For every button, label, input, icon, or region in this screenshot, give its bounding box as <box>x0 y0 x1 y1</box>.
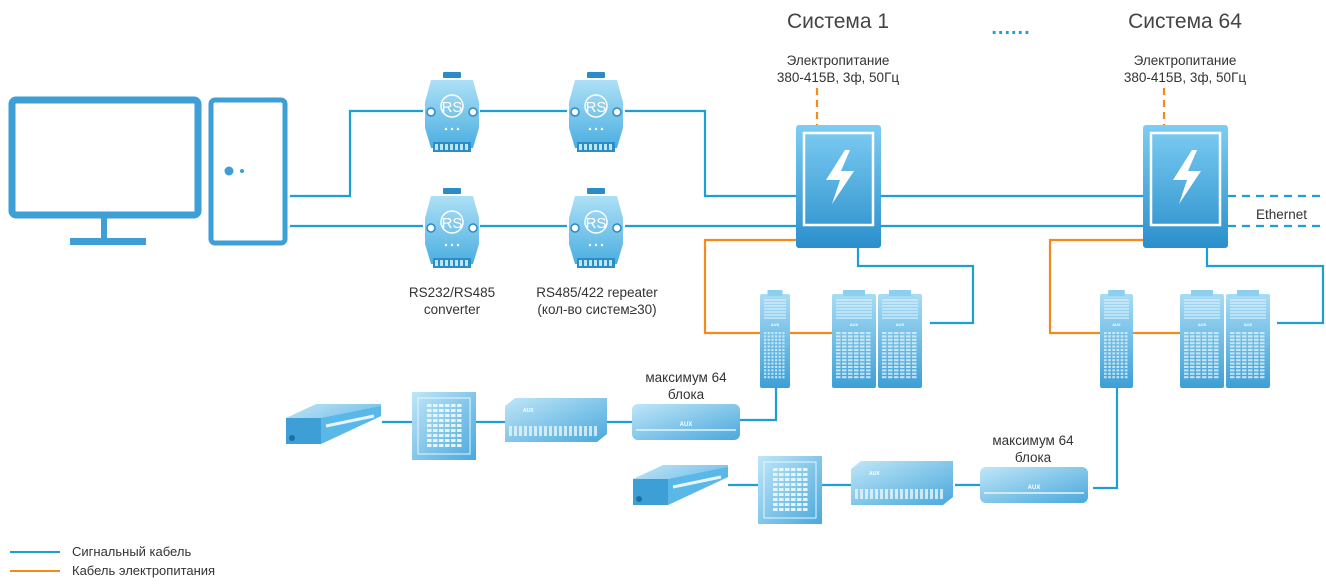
brand-text: AUX <box>680 422 693 428</box>
rs-module-text: RS <box>586 99 607 116</box>
brand-text: AUX <box>1244 322 1253 327</box>
outdoor-unit-icon: AUX <box>1100 290 1133 388</box>
converter-label-line2: converter <box>423 302 481 317</box>
lightning-icon <box>826 150 854 204</box>
legend-signal: Сигнальный кабель <box>10 544 191 559</box>
system-64-title: Система 64 <box>1128 10 1242 33</box>
ethernet-dashed <box>1228 194 1326 228</box>
legend-power-label: Кабель электропитания <box>72 563 216 578</box>
brand-text: AUX <box>850 322 859 327</box>
legend-power: Кабель электропитания <box>10 563 215 578</box>
rs-module-text: RS <box>586 215 607 232</box>
max-blocks-label-2: максимум 64 блока <box>992 432 1073 466</box>
converter-label: RS232/RS485 converter <box>409 284 495 318</box>
repeater-label: RS485/422 repeater (кол-во систем≥30) <box>536 284 658 318</box>
brand-text: AUX <box>523 408 534 414</box>
repeater-label-line2: (кол-во систем≥30) <box>537 302 657 317</box>
power-label-line2: 380-415В, 3ф, 50Гц <box>1123 70 1247 85</box>
outdoor-unit-icon: AUX <box>878 290 922 388</box>
max-blocks-line2: блока <box>1014 450 1052 465</box>
max-blocks-line1: максимум 64 <box>645 370 727 385</box>
cassette-unit-icon <box>758 456 822 524</box>
ducted-unit-icon <box>286 404 381 444</box>
cassette-unit-icon <box>412 392 476 460</box>
outdoor-unit-icon: AUX <box>1226 290 1270 388</box>
brand-text: AUX <box>1198 322 1207 327</box>
outdoor-unit-icon: AUX <box>832 290 876 388</box>
power-cables <box>703 88 1180 335</box>
control-panel-64 <box>1143 125 1228 248</box>
power-panel1-to-outdoor <box>703 238 832 335</box>
rs-module-text: RS <box>442 215 463 232</box>
power-label-line1: Электропитание <box>1133 53 1237 68</box>
signal-line-upper <box>290 109 423 198</box>
brand-text: AUX <box>1112 322 1121 327</box>
power-label-line2: 380-415В, 3ф, 50Гц <box>776 70 900 85</box>
brand-text: AUX <box>771 322 780 327</box>
repeater-label-line1: RS485/422 repeater <box>536 285 658 300</box>
control-panel-1 <box>796 125 881 248</box>
max-blocks-label-1: максимум 64 блока <box>645 369 726 403</box>
outdoor-unit-icon: AUX <box>760 290 790 388</box>
wall-unit-icon: AUX <box>632 404 740 440</box>
signal-outdoor1-to-indoor <box>740 388 778 422</box>
power-panel2-to-outdoor <box>1048 238 1180 335</box>
signal-panel2-to-outdoor <box>1205 248 1325 325</box>
rs-module-icon: RS <box>425 188 479 268</box>
brand-text: AUX <box>1028 485 1041 491</box>
system-1-title: Система 1 <box>786 10 890 33</box>
computer-tower-icon <box>208 97 288 246</box>
ceiling-unit-icon: AUX <box>505 398 607 442</box>
rs-module-icon: RS <box>569 188 623 268</box>
legend-signal-swatch <box>10 550 60 553</box>
brand-text: AUX <box>896 322 905 327</box>
lightning-icon <box>1173 150 1201 204</box>
power-label-line1: Электропитание <box>786 53 890 68</box>
signal-panel1-to-outdoor <box>856 248 975 325</box>
ducted-unit-icon <box>633 465 728 505</box>
ethernet-label: Ethernet <box>1256 207 1308 222</box>
brand-text: AUX <box>869 471 880 477</box>
signal-cables <box>290 109 1325 490</box>
legend-power-swatch <box>10 569 60 572</box>
signal-outdoor2-to-indoor <box>1093 388 1119 490</box>
system-1-power-label: Электропитание 380-415В, 3ф, 50Гц <box>777 52 899 86</box>
max-blocks-line1: максимум 64 <box>992 433 1074 448</box>
converter-label-line1: RS232/RS485 <box>408 285 496 300</box>
computer-monitor-icon <box>8 96 202 245</box>
rs-module-icon: RS <box>569 72 623 152</box>
outdoor-unit-icon: AUX <box>1180 290 1224 388</box>
systems-ellipsis: ...... <box>991 17 1031 39</box>
rs-module-text: RS <box>442 99 463 116</box>
legend-signal-label: Сигнальный кабель <box>72 544 192 559</box>
max-blocks-line2: блока <box>667 387 705 402</box>
rs-module-icon: RS <box>425 72 479 152</box>
wall-unit-icon: AUX <box>980 467 1088 503</box>
ceiling-unit-icon: AUX <box>851 461 953 505</box>
system-64-power-label: Электропитание 380-415В, 3ф, 50Гц <box>1124 52 1246 86</box>
signal-line-upper-to-panel <box>625 109 796 198</box>
